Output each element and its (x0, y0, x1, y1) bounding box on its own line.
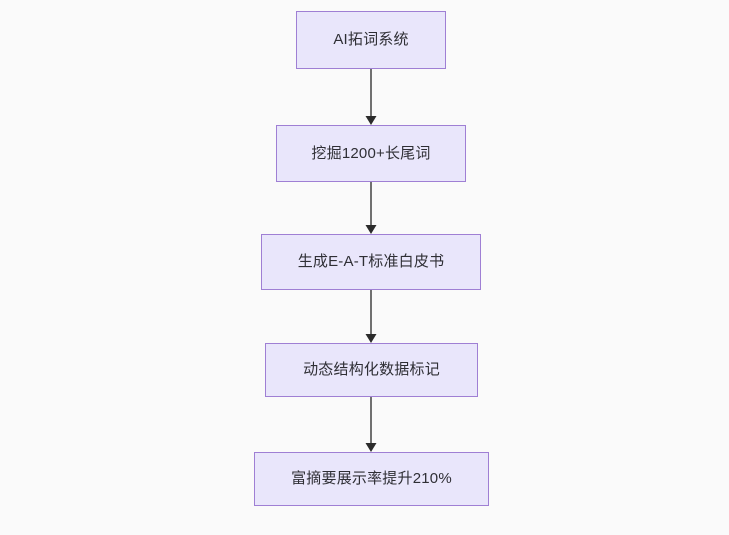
flowchart-node-label: 富摘要展示率提升210% (291, 470, 452, 487)
flowchart-node-longtail-keywords[interactable]: 挖掘1200+长尾词 (276, 125, 466, 182)
flowchart-node-ai-keyword-system[interactable]: AI拓词系统 (296, 11, 446, 69)
flowchart-node-eat-whitepaper[interactable]: 生成E-A-T标准白皮书 (261, 234, 481, 290)
flowchart-node-label: 挖掘1200+长尾词 (311, 144, 431, 162)
flowchart-node-label: AI拓词系统 (333, 31, 409, 48)
flowchart-node-rich-snippet-result[interactable]: 富摘要展示率提升210% (254, 452, 489, 506)
flowchart-node-label: 生成E-A-T标准白皮书 (297, 253, 445, 270)
connector-node-4-to-node-5 (361, 397, 381, 452)
flowchart-node-label: 动态结构化数据标记 (303, 361, 440, 378)
connector-node-3-to-node-4 (361, 290, 381, 343)
flowchart-node-structured-data-markup[interactable]: 动态结构化数据标记 (265, 343, 478, 397)
connector-node-2-to-node-3 (361, 182, 381, 234)
connector-node-1-to-node-2 (361, 69, 381, 125)
